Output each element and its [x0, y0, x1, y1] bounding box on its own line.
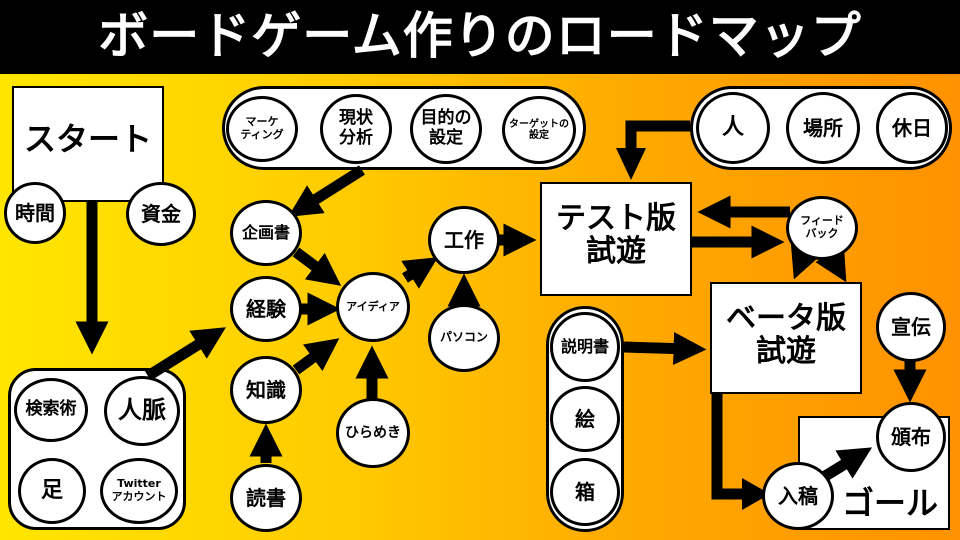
node-search: 検索術 [14, 378, 88, 442]
node-submission: 入稿 [762, 462, 834, 530]
node-time: 時間 [4, 182, 66, 244]
node-promotion: 宣伝 [876, 292, 946, 362]
arrow-plan-to-idea [292, 247, 342, 286]
node-network: 人脈 [104, 376, 180, 446]
node-box: 箱 [550, 458, 620, 526]
beta-play-label: ベータ版 試遊 [726, 301, 846, 369]
test-play-box [540, 182, 692, 296]
node-pc: パソコン [428, 304, 500, 372]
node-craft: 工作 [428, 206, 500, 274]
node-funds: 資金 [126, 182, 196, 246]
start-label: スタート [23, 120, 152, 158]
node-target-setting: ターゲットの 設定 [502, 96, 576, 164]
node-knowledge: 知識 [230, 356, 302, 424]
page-title: ボードゲーム作りのロードマップ [98, 7, 862, 65]
node-experience: 経験 [230, 276, 302, 342]
beta-play-box [710, 282, 862, 394]
arrow-skills-to-experience [145, 327, 226, 381]
node-art: 絵 [550, 386, 620, 452]
arrow-submission-to-distribution [819, 447, 873, 483]
node-plan: 企画書 [230, 200, 302, 266]
node-feedback: フィード バック [786, 196, 858, 260]
node-reading: 読書 [230, 464, 302, 532]
node-manual: 説明書 [550, 312, 620, 382]
test-play-label: テスト版 試遊 [556, 201, 676, 269]
node-place: 場所 [786, 92, 860, 164]
node-idea: アイディア [336, 272, 410, 342]
goal-label: ゴール [841, 484, 938, 522]
node-twitter: Twitter アカウント [100, 458, 178, 524]
node-people: 人 [696, 92, 770, 164]
arrow-prep-to-plan [288, 165, 365, 217]
node-inspiration: ひらめき [336, 398, 410, 468]
arrow-knowledge-to-idea [292, 338, 340, 375]
node-analysis: 現状 分析 [320, 94, 392, 164]
arrow-resources-to-test [625, 120, 690, 150]
node-holiday: 休日 [876, 92, 948, 164]
arrow-manual-to-beta [623, 332, 707, 365]
node-legs: 足 [18, 458, 86, 524]
arrow-idea-to-craft [401, 257, 438, 289]
arrow-beta-to-submission [711, 394, 744, 500]
title-bar [0, 0, 960, 74]
node-goal-setting: 目的の 設定 [410, 94, 482, 164]
node-distribution: 頒布 [876, 402, 946, 472]
node-marketing: マーケ ティング [226, 96, 298, 162]
